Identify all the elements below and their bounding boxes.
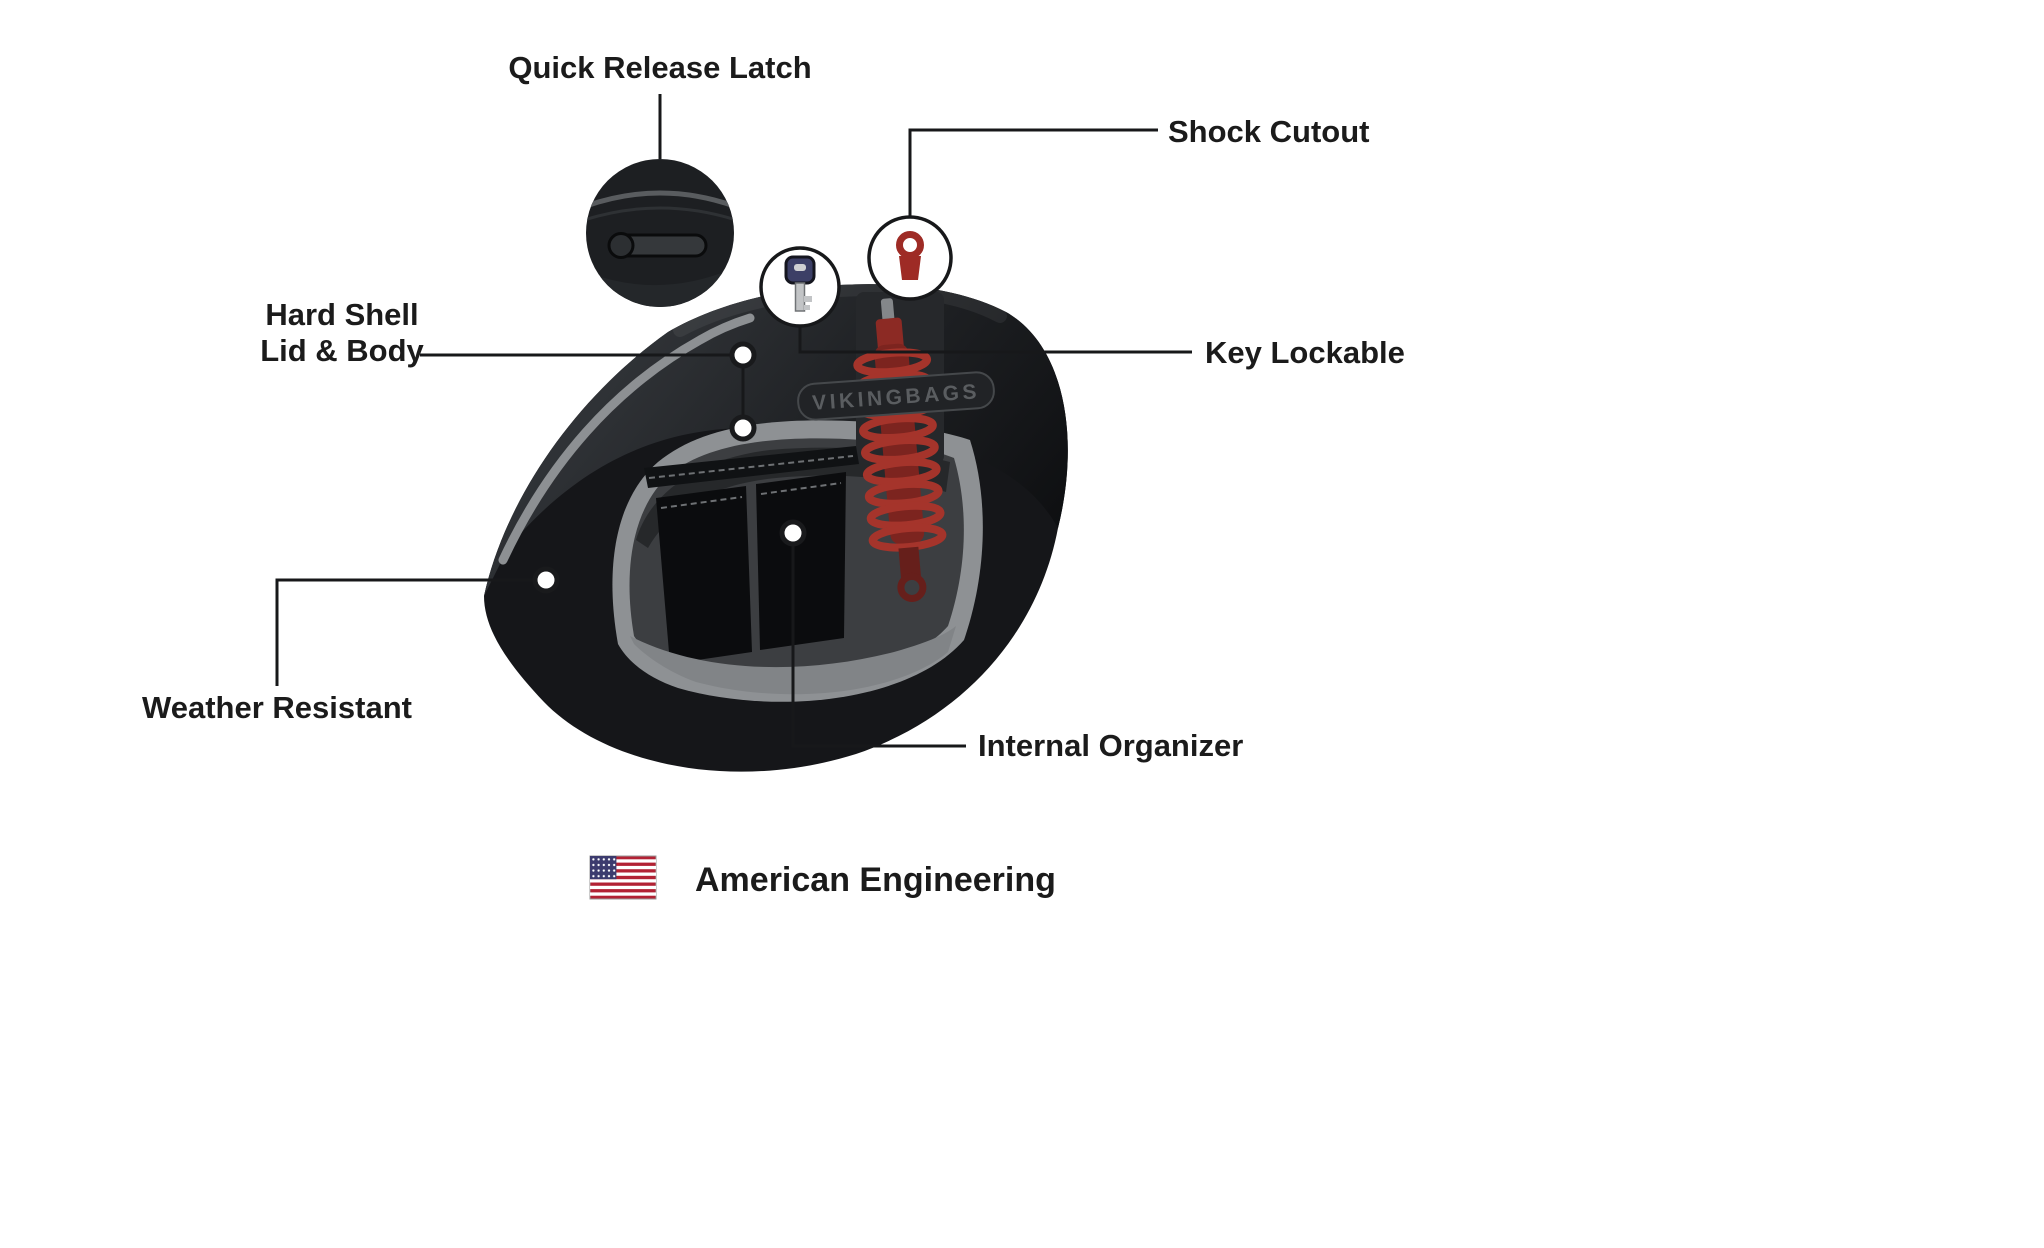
label-weather-resistant: Weather Resistant xyxy=(142,690,412,725)
label-american-engineering: American Engineering xyxy=(695,861,1056,899)
key-icon xyxy=(784,255,816,312)
quick-release-latch-inset xyxy=(586,159,734,307)
label-shock-cutout: Shock Cutout xyxy=(1168,114,1370,149)
accent-stripe xyxy=(498,313,755,565)
internal-organizer-pockets xyxy=(644,446,859,664)
saddlebag-illustration: VIKINGBAGS xyxy=(484,282,1068,772)
label-hard-shell: Hard Shell Lid & Body xyxy=(252,297,432,369)
brand-plate: VIKINGBAGS xyxy=(797,371,995,421)
point-marker-hard-shell-lid xyxy=(729,341,757,369)
callout-line-key-lockable xyxy=(798,326,1192,354)
point-marker-hard-shell-body xyxy=(729,414,757,442)
us-flag-icon xyxy=(589,855,657,900)
callout-line-shock-cutout xyxy=(908,128,1158,217)
callout-line-weather-resistant xyxy=(275,578,535,686)
key-lockable-callout xyxy=(759,246,841,328)
shock-cutout-callout xyxy=(867,215,953,301)
label-internal-organizer: Internal Organizer xyxy=(978,728,1244,763)
label-quick-release-latch: Quick Release Latch xyxy=(508,50,812,85)
point-marker-internal-organizer xyxy=(779,519,807,547)
callout-line-internal-organizer xyxy=(791,544,966,748)
opening-lip xyxy=(630,626,956,695)
shock-cutout-icon xyxy=(896,231,924,280)
point-markers xyxy=(532,341,807,594)
callout-lines xyxy=(275,94,1192,748)
label-key-lockable: Key Lockable xyxy=(1205,335,1405,370)
label-hard-shell-line2: Lid & Body xyxy=(260,333,424,368)
label-hard-shell-line1: Hard Shell xyxy=(265,297,419,332)
point-marker-weather-resistant xyxy=(532,566,560,594)
